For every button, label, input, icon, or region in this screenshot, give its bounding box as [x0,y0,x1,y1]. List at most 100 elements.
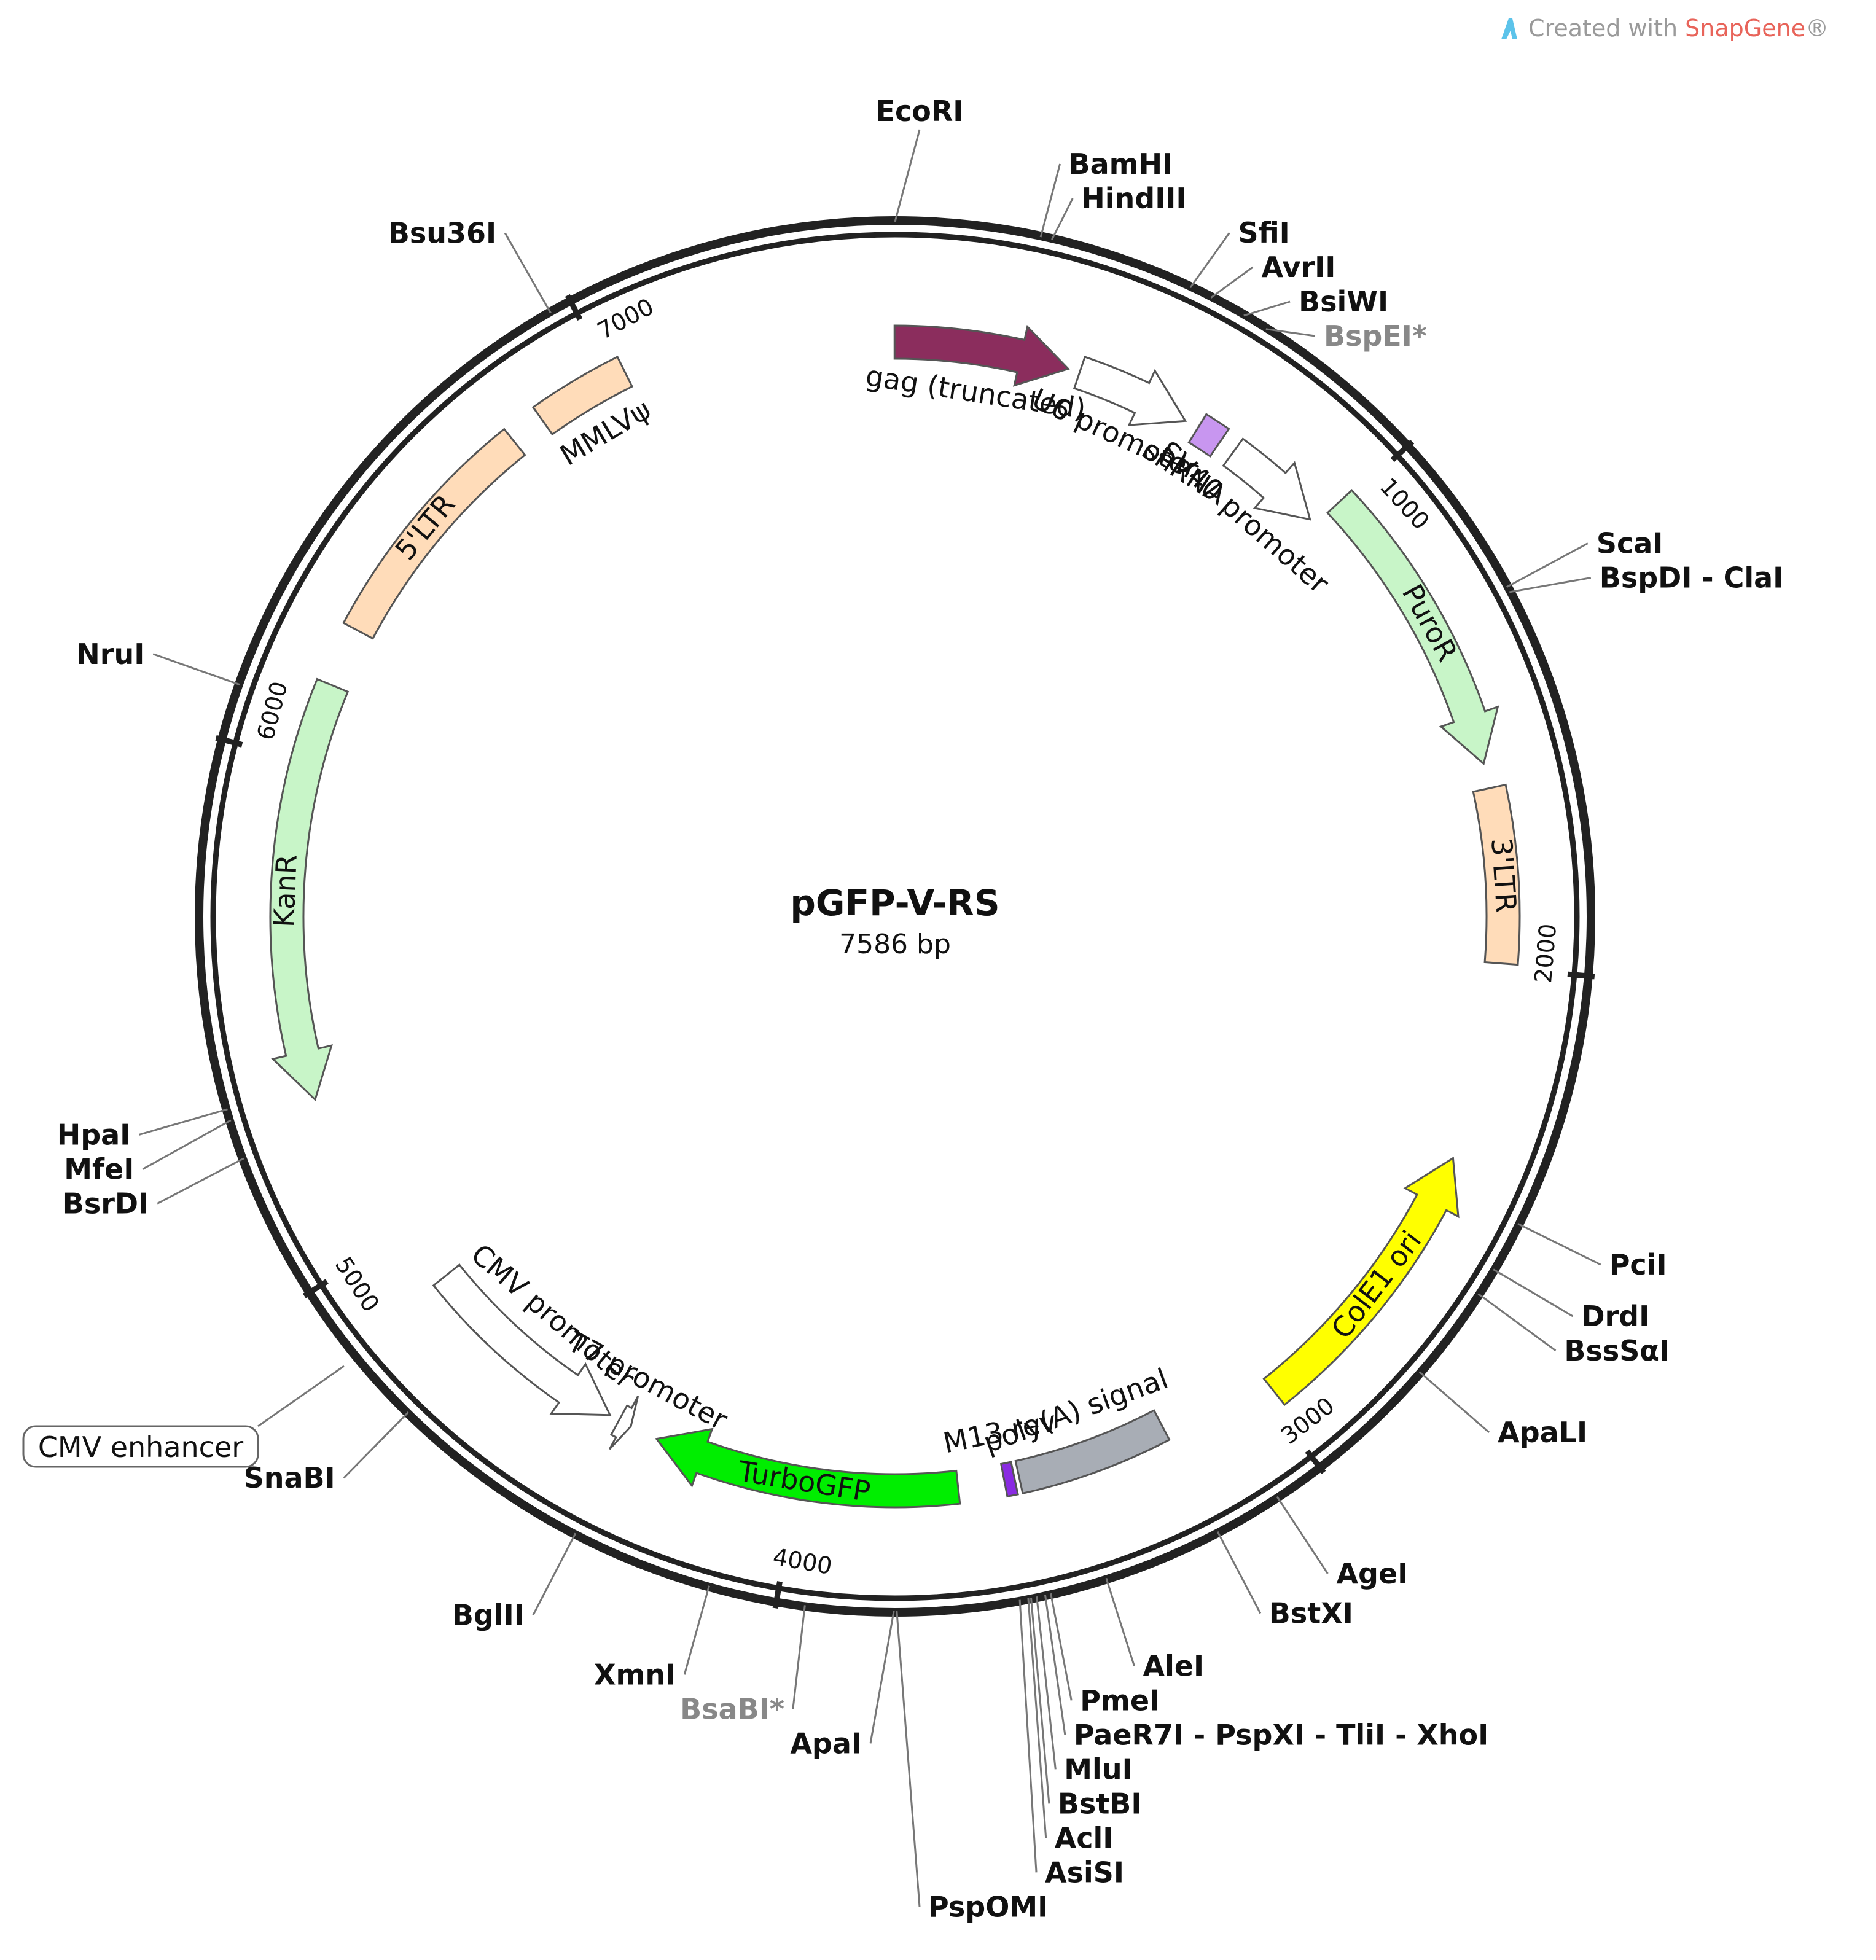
site-leader-line [1018,1599,1038,1873]
feature-shape [1014,1409,1171,1495]
site-pspomi: PspOMI [896,1611,1048,1923]
site-leader-line [1418,1371,1490,1434]
feature-kanr: KanR [267,677,350,1102]
site-label: PciI [1609,1248,1667,1281]
site-bsabi: BsaBI* [680,1605,806,1725]
site-label: ScaI [1597,527,1663,560]
site-bglii: BglII [452,1532,577,1631]
feature-shape [1073,356,1187,426]
feature-shape [531,355,634,436]
site-pcii: PciI [1517,1223,1667,1281]
feature-turbogfp: TurboGFP [655,1427,961,1509]
site-leader-line [532,1532,577,1616]
tick-label: 6000 [252,679,293,743]
site-label: AclI [1055,1821,1114,1854]
site-leader-line [1210,266,1254,299]
site-apai: ApaI [790,1611,895,1760]
site-label: BspEI* [1324,319,1427,353]
site-leader-line [1506,542,1589,588]
site-label: HpaI [57,1118,131,1151]
site-leader-line [1216,1531,1262,1614]
site-leader-line [1027,1598,1047,1838]
site-label: BglII [452,1598,525,1631]
feature-shape [432,1263,612,1416]
feature-label: KanR [267,854,303,928]
restriction-sites: EcoRIBamHIHindIIISfiIAvrIIBsiWIBspEI*Sca… [57,95,1784,1923]
site-leader-line [1050,1593,1073,1701]
site-mlui: MluI [1036,1596,1133,1786]
site-xmni: XmnI [594,1585,710,1691]
site-leader-line [504,232,552,314]
site-leader-line [896,1611,921,1907]
site-label: Bsu36I [388,216,496,249]
tick-mark [772,1581,783,1609]
feature-shape [1262,1156,1460,1407]
site-label: BssSαI [1564,1334,1670,1367]
site-label: EcoRI [876,95,964,128]
site-snabi: SnaBI [244,1411,409,1494]
site-leader-line [1517,1223,1601,1266]
site-pmei: PmeI [1050,1593,1160,1717]
site-label: ApaLI [1498,1416,1587,1449]
tick-mark [302,1279,329,1298]
site-leader-line [1493,1268,1574,1318]
site-label: HindIII [1081,182,1186,215]
feature-sv40-promoter: SV40 promoter [1153,434,1335,599]
site-label: PaeR7I - PspXI - TliI - XhoI [1074,1718,1488,1751]
feature-shape [1326,489,1499,766]
feature-shape [269,677,350,1102]
site-leader-line [157,1157,244,1205]
site-label: SnaBI [244,1461,335,1494]
cmv-enhancer-label: CMV enhancer [38,1431,243,1464]
feature-cmv-promoter: CMV promoter [432,1238,641,1416]
site-hindiii: HindIII [1051,182,1187,240]
site-nrui: NruI [76,638,241,686]
tick-label: 2000 [1530,923,1561,984]
tick-label: 4000 [771,1543,834,1580]
site-alei: AleI [1105,1577,1204,1682]
tick-mark [215,735,243,748]
tick-mark [565,294,583,321]
site-bsiwi: BsiWI [1243,285,1388,318]
site-leader-line [1276,1496,1329,1574]
site-bspei: BspEI* [1265,319,1427,353]
site-label: BsaBI* [680,1692,784,1725]
watermark-text: Created with SnapGene® [1528,15,1829,42]
plasmid-length: 7586 bp [839,929,951,960]
site-leader-line [1036,1596,1057,1770]
site-agei: AgeI [1276,1496,1408,1590]
site-bsss-i: BssSαI [1477,1293,1670,1367]
site-bsu36i: Bsu36I [388,216,552,314]
site-label: XmnI [594,1658,676,1691]
site-leader-line [1105,1577,1135,1666]
site-label: BstBI [1058,1787,1142,1820]
site-leader-line [1509,577,1592,593]
site-label: AleI [1143,1649,1204,1682]
site-leader-line [1051,198,1074,240]
feature-shape [999,1461,1019,1498]
site-label: DrdI [1581,1300,1649,1333]
site-leader-line [1265,328,1316,337]
tick-mark [1305,1449,1326,1474]
snapgene-watermark: Created with SnapGene® [1499,11,1829,45]
site-bspdi-clai: BspDI - ClaI [1509,561,1783,595]
site-sfii: SfiI [1189,216,1290,289]
feature-shape [342,428,526,640]
site-leader-line [1039,163,1061,238]
feature-shape [1472,783,1521,966]
site-mfei: MfeI [64,1119,232,1185]
site-leader-line [1243,300,1291,317]
feature-label: 3'LTR [1485,837,1523,914]
tick-mark [1390,439,1415,463]
site-label: PspOMI [928,1890,1048,1923]
site-label: AvrII [1262,251,1336,284]
site-label: MluI [1064,1752,1132,1786]
feature-mmlv: MMLVψ [531,355,657,472]
site-bsrdi: BsrDI [63,1157,244,1220]
feature-shape [893,324,1070,387]
site-leader-line [792,1605,806,1709]
feature-shape [1187,413,1230,458]
site-leader-line [683,1585,710,1675]
site-paer7i-pspxi-tlii-xhoi: PaeR7I - PspXI - TliI - XhoI [1044,1595,1488,1751]
